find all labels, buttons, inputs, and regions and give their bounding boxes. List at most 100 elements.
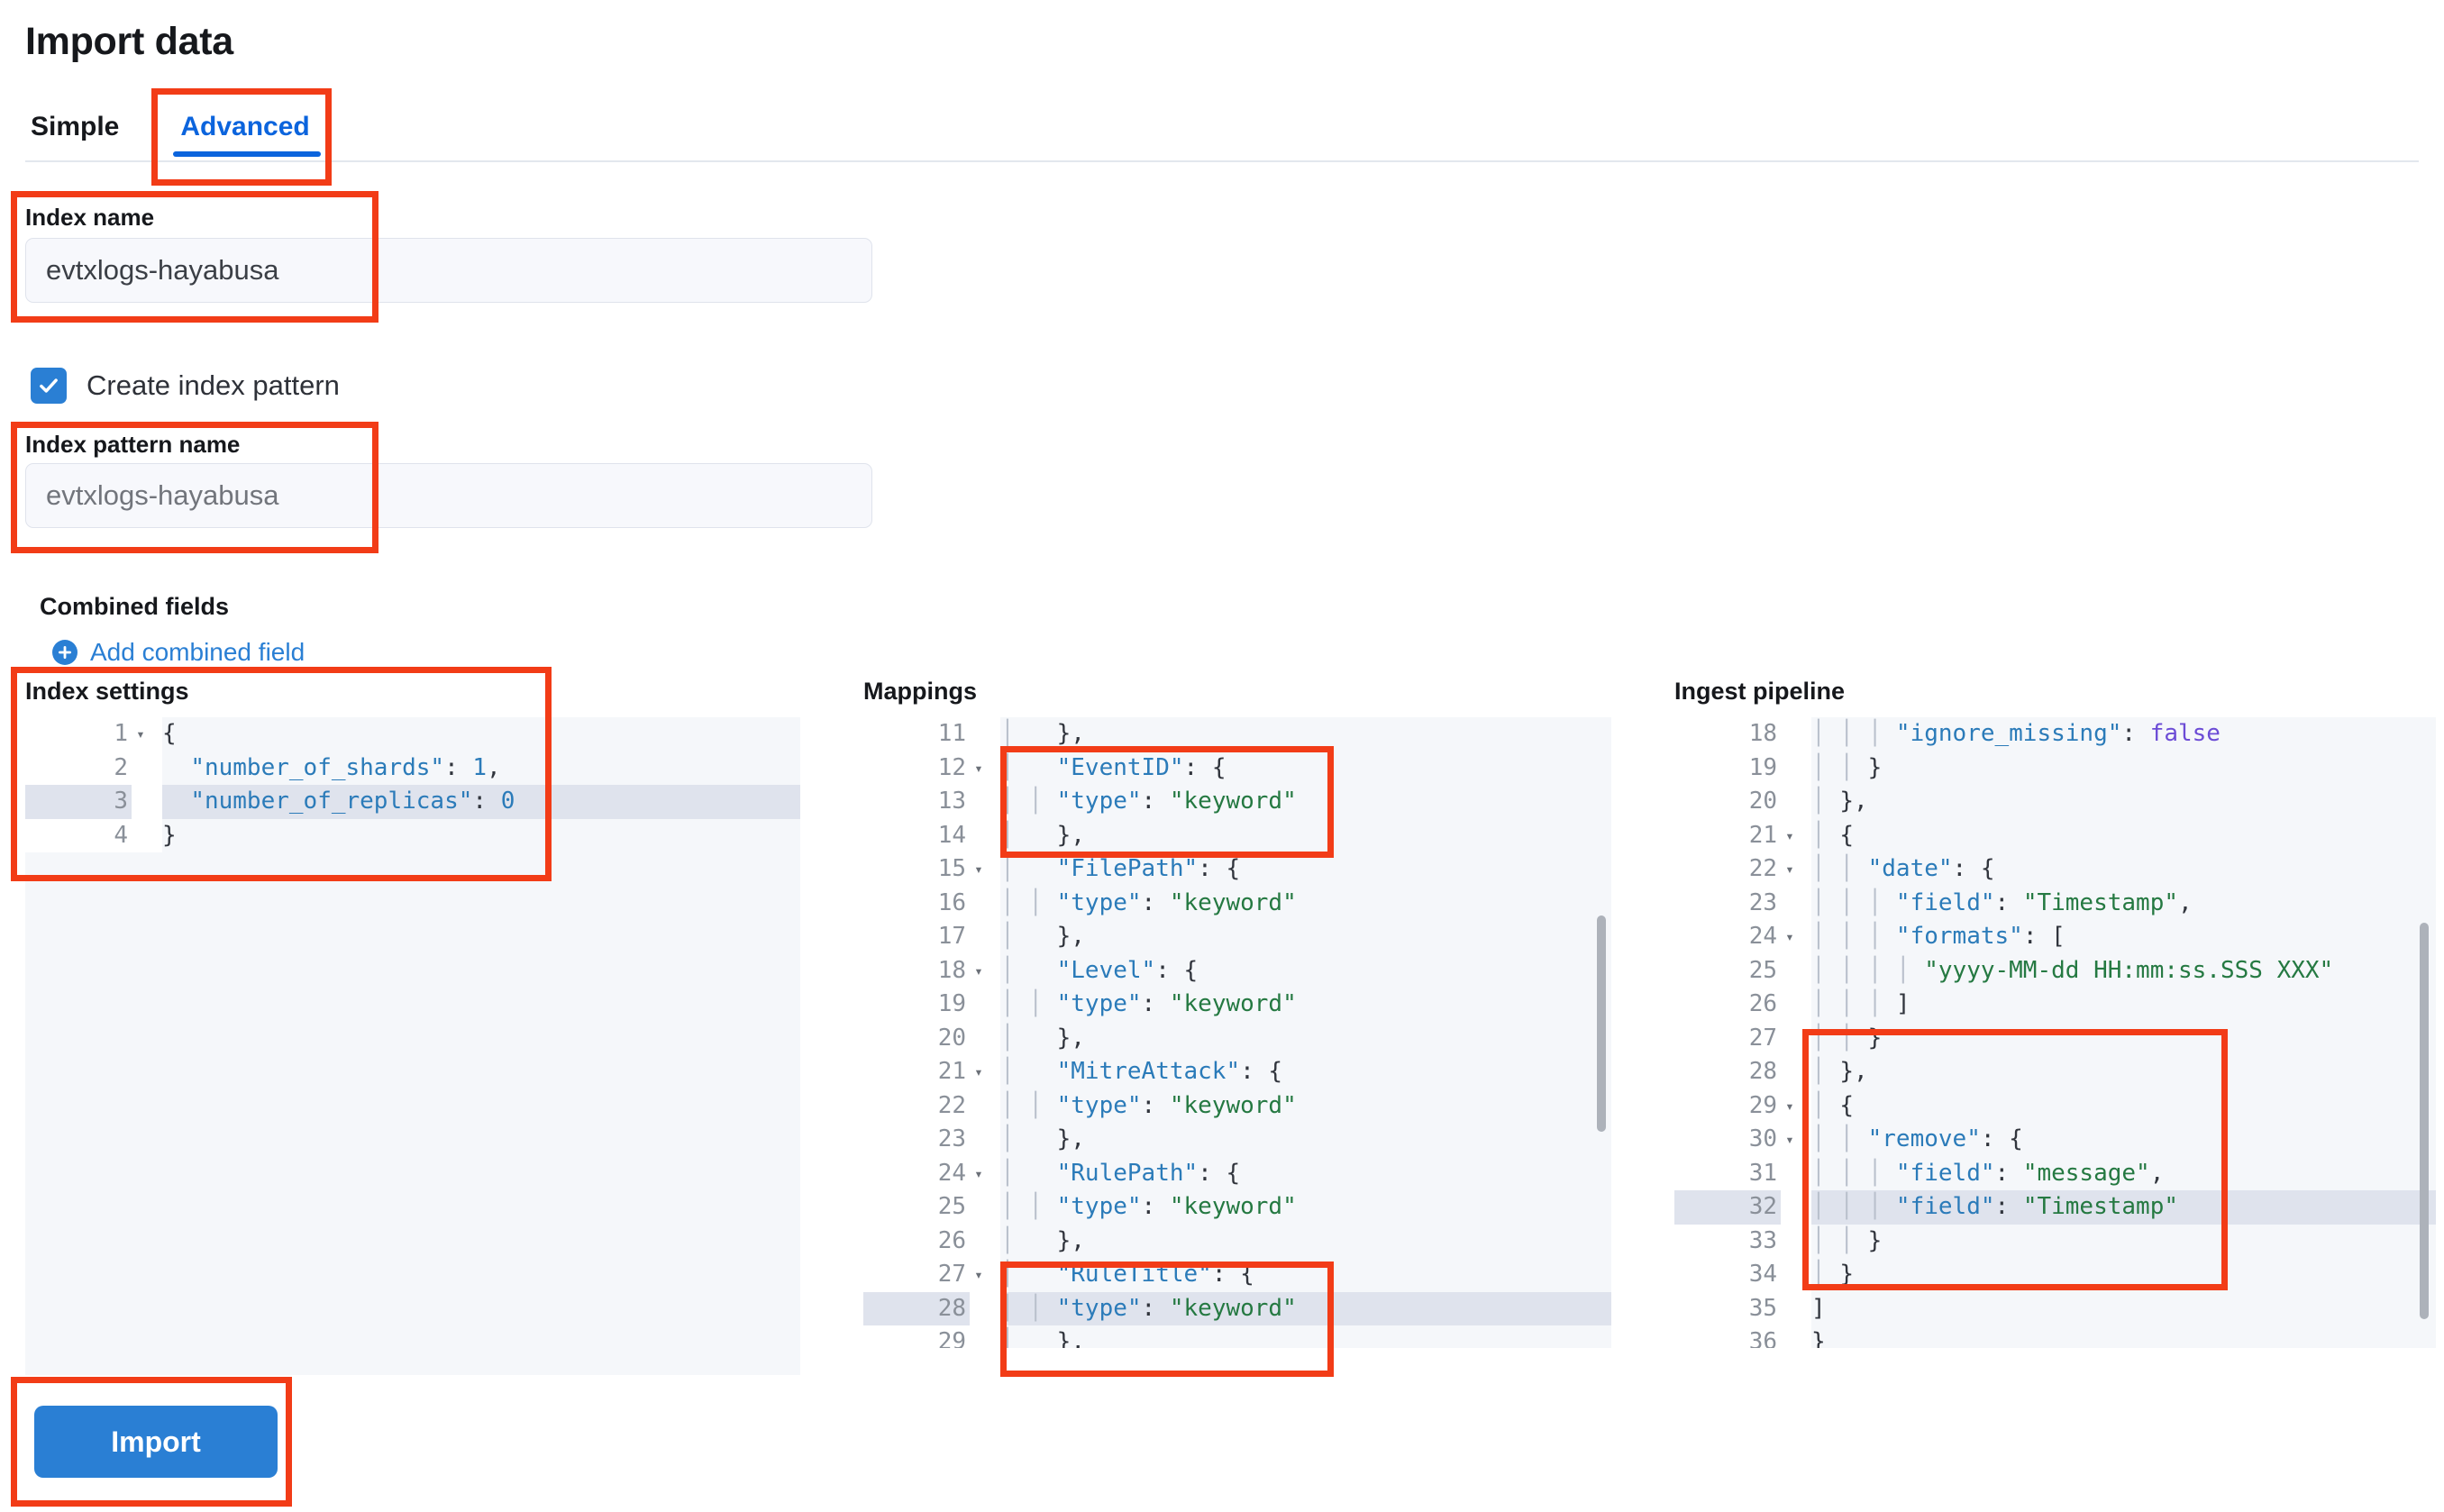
fold-caret-icon[interactable]: ▾ bbox=[974, 759, 983, 777]
line-number: 29▾ bbox=[1674, 1088, 1794, 1123]
code-text: │ }, bbox=[1000, 1024, 1085, 1052]
create-index-pattern-row[interactable]: Create index pattern bbox=[31, 368, 340, 404]
add-combined-field-button[interactable]: Add combined field bbox=[52, 638, 305, 667]
code-line: 15▾│ "FilePath": { bbox=[863, 852, 1611, 887]
line-number: 32 bbox=[1674, 1190, 1781, 1225]
tab-simple[interactable]: Simple bbox=[31, 112, 120, 141]
code-line: 27│ │ } bbox=[1674, 1021, 2436, 1055]
fold-caret-icon[interactable]: ▾ bbox=[974, 1266, 983, 1283]
gutter-gap bbox=[970, 852, 1000, 887]
tab-advanced[interactable]: Advanced bbox=[150, 112, 340, 157]
code-text: │ { bbox=[1811, 1091, 1854, 1119]
gutter-gap bbox=[132, 751, 162, 785]
gutter-gap bbox=[970, 1325, 1000, 1348]
code-line: 17│ }, bbox=[863, 920, 1611, 954]
line-number: 35 bbox=[1674, 1291, 1781, 1325]
index-pattern-name-input[interactable]: evtxlogs-hayabusa bbox=[25, 463, 872, 528]
gutter-gap bbox=[1781, 886, 1811, 920]
index-settings-title: Index settings bbox=[25, 678, 189, 705]
fold-caret-icon[interactable]: ▾ bbox=[974, 1164, 983, 1182]
code-text: │ }, bbox=[1000, 821, 1085, 849]
gutter-gap bbox=[1781, 1291, 1811, 1325]
line-number: 4 bbox=[25, 818, 132, 852]
gutter-gap bbox=[1781, 1055, 1811, 1089]
mappings-title: Mappings bbox=[863, 678, 977, 705]
code-text: "number_of_shards": 1, bbox=[190, 753, 501, 781]
ingest-pipeline-scrollbar[interactable] bbox=[2420, 923, 2429, 1319]
line-number: 3 bbox=[25, 785, 132, 819]
code-line: 35] bbox=[1674, 1291, 2436, 1325]
fold-caret-icon[interactable]: ▾ bbox=[974, 961, 983, 979]
gutter-gap bbox=[1781, 1325, 1811, 1348]
code-line: 19│ │ "type": "keyword" bbox=[863, 988, 1611, 1022]
code-text: │ │ } bbox=[1811, 1226, 1883, 1254]
code-line: 27▾│ "RuleTitle": { bbox=[863, 1258, 1611, 1292]
line-number: 18 bbox=[1674, 717, 1781, 751]
line-number: 21▾ bbox=[1674, 818, 1794, 852]
code-line: 11│ }, bbox=[863, 717, 1611, 751]
code-line: 29│ }, bbox=[863, 1325, 1611, 1348]
code-text: │ │ │ "ignore_missing": false bbox=[1811, 720, 2221, 747]
gutter-gap bbox=[970, 1021, 1000, 1055]
fold-caret-icon[interactable]: ▾ bbox=[974, 1063, 983, 1080]
code-text: } bbox=[1811, 1328, 1826, 1348]
gutter-gap bbox=[970, 1258, 1000, 1292]
line-number: 22▾ bbox=[1674, 852, 1794, 887]
code-text: │ "EventID": { bbox=[1000, 753, 1227, 781]
fold-caret-icon[interactable]: ▾ bbox=[1785, 1131, 1794, 1148]
fold-caret-icon[interactable]: ▾ bbox=[974, 861, 983, 878]
code-line: 22│ │ "type": "keyword" bbox=[863, 1088, 1611, 1123]
line-number: 11 bbox=[863, 717, 970, 751]
code-line: 2 "number_of_shards": 1, bbox=[25, 751, 800, 785]
gutter-gap bbox=[970, 1190, 1000, 1225]
code-line: 23│ }, bbox=[863, 1123, 1611, 1157]
gutter-gap bbox=[1781, 751, 1811, 785]
gutter-gap bbox=[1781, 852, 1811, 887]
code-text: │ │ │ "field": "Timestamp", bbox=[1811, 888, 2193, 916]
ingest-pipeline-title: Ingest pipeline bbox=[1674, 678, 1846, 705]
line-number: 2 bbox=[25, 751, 132, 785]
line-number: 17 bbox=[863, 920, 970, 954]
line-number: 18▾ bbox=[863, 953, 983, 988]
code-text: │ │ │ "field": "message", bbox=[1811, 1159, 2165, 1187]
mappings-scrollbar[interactable] bbox=[1597, 915, 1606, 1132]
code-line: 25│ │ "type": "keyword" bbox=[863, 1190, 1611, 1225]
code-text: { bbox=[162, 720, 177, 747]
fold-caret-icon[interactable]: ▾ bbox=[1785, 928, 1794, 945]
import-button[interactable]: Import bbox=[34, 1406, 278, 1478]
code-text: │ │ "type": "keyword" bbox=[1000, 990, 1297, 1017]
fold-caret-icon[interactable]: ▾ bbox=[1785, 826, 1794, 844]
checkbox-checked-icon[interactable] bbox=[31, 368, 67, 404]
code-line: 34│ } bbox=[1674, 1258, 2436, 1292]
code-line: 20 │ }, bbox=[1674, 785, 2436, 819]
code-line: 18▾│ "Level": { bbox=[863, 953, 1611, 988]
fold-caret-icon[interactable]: ▾ bbox=[136, 725, 145, 742]
gutter-gap bbox=[1781, 785, 1811, 819]
code-text: │ } bbox=[1811, 1261, 1854, 1288]
line-number: 21▾ bbox=[863, 1055, 983, 1089]
line-number: 26 bbox=[863, 1224, 970, 1258]
fold-caret-icon[interactable]: ▾ bbox=[1785, 861, 1794, 878]
code-text: │ │ } bbox=[1811, 1024, 1883, 1052]
code-text: │ }, bbox=[1811, 788, 1868, 815]
line-number: 22 bbox=[863, 1088, 970, 1123]
gutter-gap bbox=[1781, 920, 1811, 954]
index-name-input[interactable]: evtxlogs-hayabusa bbox=[25, 238, 872, 303]
code-line: 24▾│ "RulePath": { bbox=[863, 1156, 1611, 1190]
line-number: 20 bbox=[1674, 785, 1781, 819]
code-text: ] bbox=[1811, 1294, 1826, 1322]
code-line: 21▾│ { bbox=[1674, 818, 2436, 852]
gutter-gap bbox=[132, 717, 162, 751]
line-number: 30▾ bbox=[1674, 1123, 1794, 1157]
gutter-gap bbox=[132, 818, 162, 852]
code-line: 13│ │ "type": "keyword" bbox=[863, 785, 1611, 819]
line-number: 36 bbox=[1674, 1325, 1781, 1348]
fold-caret-icon[interactable]: ▾ bbox=[1785, 1097, 1794, 1115]
line-number: 27▾ bbox=[863, 1258, 983, 1292]
gutter-gap bbox=[132, 785, 162, 819]
index-settings-editor[interactable]: 1▾{2 "number_of_shards": 1,3 "number_of_… bbox=[25, 717, 800, 1375]
code-line: 26│ │ │ ] bbox=[1674, 988, 2436, 1022]
code-text: │ │ "type": "keyword" bbox=[1000, 888, 1297, 916]
mappings-editor[interactable]: 11│ },12▾│ "EventID": {13│ │ "type": "ke… bbox=[863, 717, 1611, 1348]
